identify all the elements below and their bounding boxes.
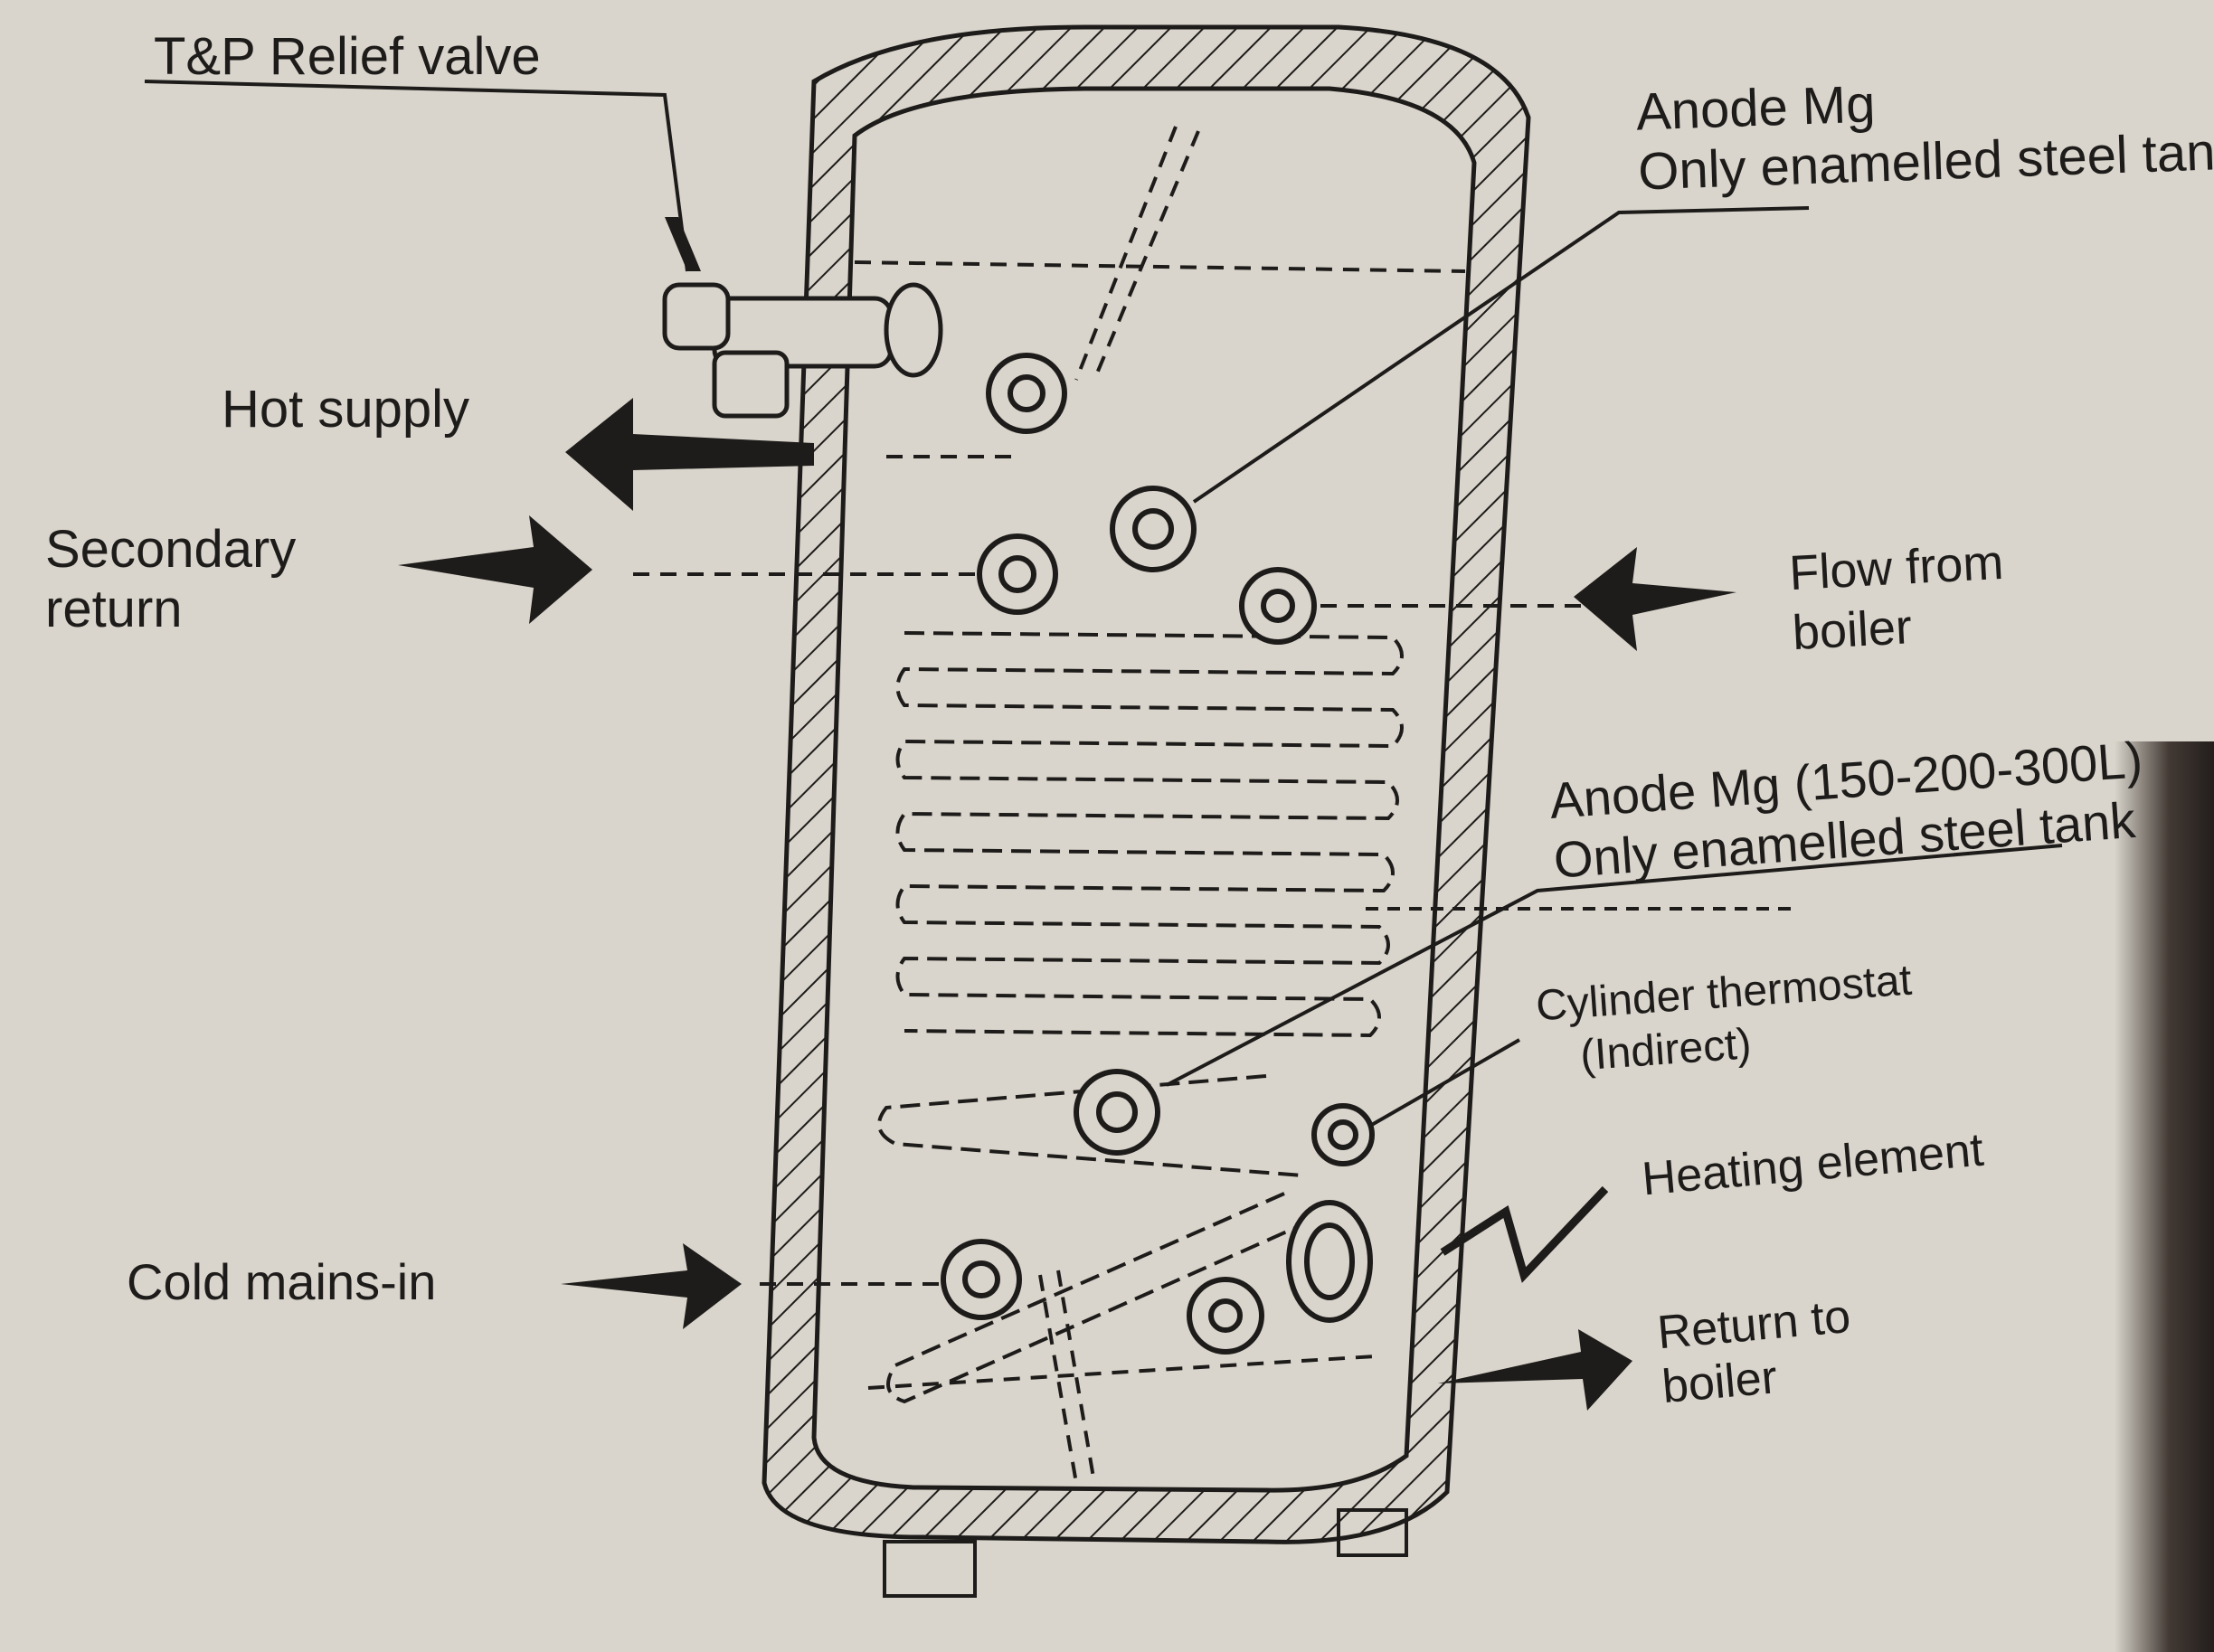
internal-pipework	[633, 126, 1592, 1484]
cylinder-body	[762, 24, 1531, 1598]
return-to-boiler-arrow	[1438, 1329, 1632, 1411]
flow-arrows	[398, 217, 1736, 1411]
label-return-to-boiler: Return to boiler	[1655, 1289, 1858, 1414]
secondary-return-arrow	[398, 515, 592, 624]
ports	[941, 353, 1375, 1355]
label-cold-mains-in: Cold mains-in	[127, 1253, 437, 1310]
lower-heating-coil	[877, 1074, 1312, 1404]
tp-relief-valve-fitting	[662, 282, 943, 419]
label-secondary-return-line-1: Secondary	[45, 520, 297, 579]
hot-supply-arrow	[565, 398, 814, 511]
base-foot-left	[883, 1540, 977, 1598]
inner-tank	[811, 86, 1477, 1493]
leader-lines	[144, 80, 2063, 1128]
flow-from-boiler-arrow	[1574, 547, 1736, 651]
label-flow-from-boiler-line-2: boiler	[1791, 599, 1914, 661]
label-tp-relief-valve: T&P Relief valve	[154, 27, 541, 86]
label-secondary-return: Secondary return	[45, 520, 296, 639]
relief-valve-arrow	[665, 217, 701, 271]
label-hot-supply: Hot supply	[222, 380, 470, 439]
label-secondary-return-line-2: return	[45, 580, 183, 638]
cold-mains-arrow	[561, 1243, 742, 1329]
photo-edge-shadow	[2115, 741, 2214, 1652]
label-flow-from-boiler-line-1: Flow from	[1787, 534, 2005, 601]
label-anode-top: Anode Mg Only enamelled steel tank	[1635, 61, 2214, 202]
heating-element-symbol	[1440, 1185, 1609, 1283]
base-foot-right	[1337, 1508, 1408, 1557]
upper-heating-coil	[895, 631, 1404, 1038]
label-flow-from-boiler: Flow from boiler	[1788, 533, 2009, 663]
